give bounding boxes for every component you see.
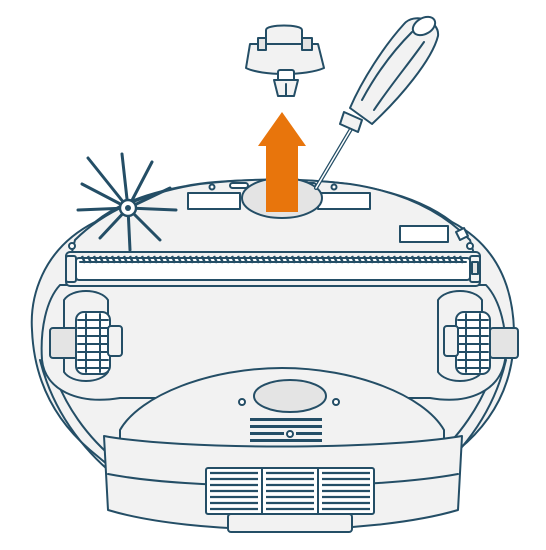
screw-hole [239, 399, 245, 405]
left-wheel-hub [50, 328, 78, 358]
screw-hole [332, 185, 337, 190]
screwdriver [316, 13, 438, 188]
dustbin-grille [206, 468, 374, 514]
right-wheel-hub [490, 328, 518, 358]
main-roller-brush [66, 252, 480, 286]
screw-hole [69, 243, 75, 249]
left-wheel-axle [108, 326, 122, 356]
label-plate-small [400, 226, 448, 242]
right-wheel-axle [444, 326, 458, 356]
screw-hole [333, 399, 339, 405]
screw-hole [467, 243, 473, 249]
dustbin-handle [228, 514, 352, 532]
label-plate-left [188, 193, 240, 209]
removed-caster-cap [246, 26, 324, 97]
brush-latch [472, 262, 478, 274]
front-caster-wheel [254, 380, 326, 412]
label-plate-right [318, 193, 370, 209]
screw-hole [210, 185, 215, 190]
slot [230, 183, 248, 188]
brush-end-cap-left [66, 256, 76, 282]
